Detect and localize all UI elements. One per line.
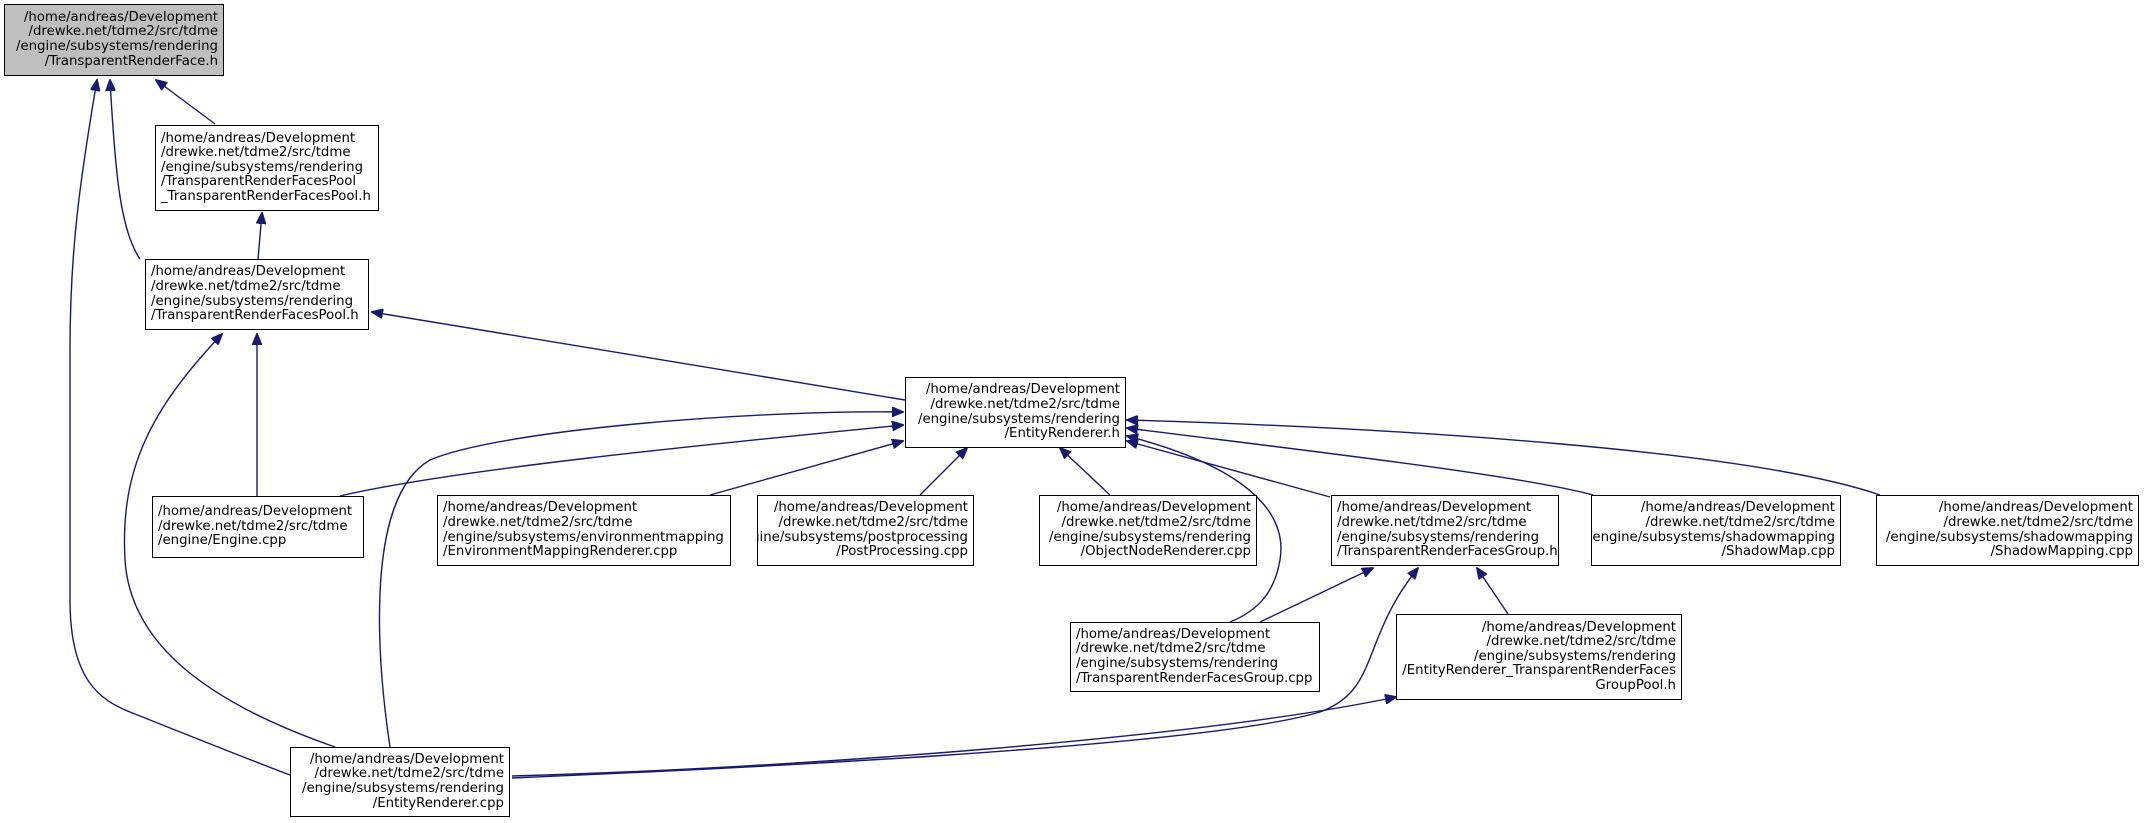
edge-faces-group-h-to-entity-renderer-h [1127, 441, 1331, 498]
node-label: /home/andreas/Development /drewke.net/td… [1048, 500, 1251, 560]
node-label: /home/andreas/Development /drewke.net/td… [1337, 500, 1558, 560]
node-label: /home/andreas/Development /drewke.net/td… [443, 500, 724, 560]
edge-entity-renderer-cpp-to-entity-renderer-h [378, 412, 903, 748]
edge-post-processing-to-entity-renderer-h [919, 448, 967, 496]
node-transparent-render-faces-group-cpp[interactable]: /home/andreas/Development /drewke.net/td… [1070, 622, 1320, 692]
edge-faces-group-cpp-to-faces-group-h [1259, 568, 1373, 623]
edge-er-faces-group-pool-to-faces-group-h [1477, 568, 1509, 615]
edge-shadow-mapping-to-entity-renderer-h [1127, 420, 1881, 496]
edge-entity-renderer-h-to-faces-pool [372, 312, 906, 401]
node-entity-renderer-faces-group-pool-h[interactable]: /home/andreas/Development /drewke.net/td… [1396, 614, 1682, 700]
edge-object-node-renderer-to-entity-renderer-h [1060, 448, 1111, 496]
node-label: /home/andreas/Development /drewke.net/td… [151, 264, 359, 324]
dependency-edges [69, 80, 1881, 779]
edge-entity-renderer-cpp-to-face [69, 80, 291, 776]
node-label: /home/andreas/Development /drewke.net/td… [158, 504, 353, 549]
node-transparent-render-faces-pool-tfp-h[interactable]: /home/andreas/Development /drewke.net/td… [155, 125, 379, 211]
node-engine-cpp[interactable]: /home/andreas/Development /drewke.net/td… [152, 496, 364, 558]
edge-faces-pool-to-faces-pool-tfp [258, 213, 262, 260]
node-environment-mapping-renderer-cpp[interactable]: /home/andreas/Development /drewke.net/td… [437, 495, 731, 566]
edge-entity-renderer-cpp-to-faces-pool [123, 334, 336, 748]
node-transparent-render-faces-pool-h[interactable]: /home/andreas/Development /drewke.net/td… [145, 259, 369, 330]
node-post-processing-cpp[interactable]: /home/andreas/Development /drewke.net/td… [757, 495, 974, 566]
edge-entity-renderer-cpp-to-faces-group-h [511, 568, 1418, 779]
node-label: /home/andreas/Development /drewke.net/td… [1591, 500, 1835, 560]
edge-entity-renderer-cpp-to-er-faces-group-pool [511, 697, 1396, 777]
node-shadow-map-cpp[interactable]: /home/andreas/Development /drewke.net/td… [1591, 495, 1841, 566]
node-label: /home/andreas/Development /drewke.net/td… [15, 9, 218, 69]
node-transparent-render-faces-group-h[interactable]: /home/andreas/Development /drewke.net/td… [1331, 495, 1559, 566]
edge-faces-pool-tfp-to-face [156, 80, 216, 125]
node-entity-renderer-cpp[interactable]: /home/andreas/Development /drewke.net/td… [290, 747, 510, 817]
node-label: /home/andreas/Development /drewke.net/td… [917, 382, 1120, 442]
node-label: /home/andreas/Development /drewke.net/td… [161, 130, 371, 204]
node-object-node-renderer-cpp[interactable]: /home/andreas/Development /drewke.net/td… [1039, 495, 1257, 566]
node-label: /home/andreas/Development /drewke.net/td… [301, 751, 504, 811]
node-label: /home/andreas/Development /drewke.net/td… [1885, 500, 2133, 560]
edge-shadow-map-to-entity-renderer-h [1127, 428, 1594, 496]
edge-faces-pool-to-face [110, 80, 141, 260]
edge-engine-cpp-to-entity-renderer-h [339, 425, 903, 497]
node-entity-renderer-h[interactable]: /home/andreas/Development /drewke.net/td… [905, 377, 1126, 448]
node-transparent-render-face-h[interactable]: /home/andreas/Development /drewke.net/td… [4, 4, 224, 76]
node-shadow-mapping-cpp[interactable]: /home/andreas/Development /drewke.net/td… [1876, 495, 2139, 566]
edge-env-mapping-to-entity-renderer-h [709, 441, 903, 496]
node-label: /home/andreas/Development /drewke.net/td… [1076, 626, 1313, 686]
node-label: /home/andreas/Development /drewke.net/td… [1402, 619, 1676, 693]
node-label: /home/andreas/Development /drewke.net/td… [758, 500, 968, 560]
edge-faces-group-cpp-to-entity-renderer-h [1127, 436, 1282, 623]
